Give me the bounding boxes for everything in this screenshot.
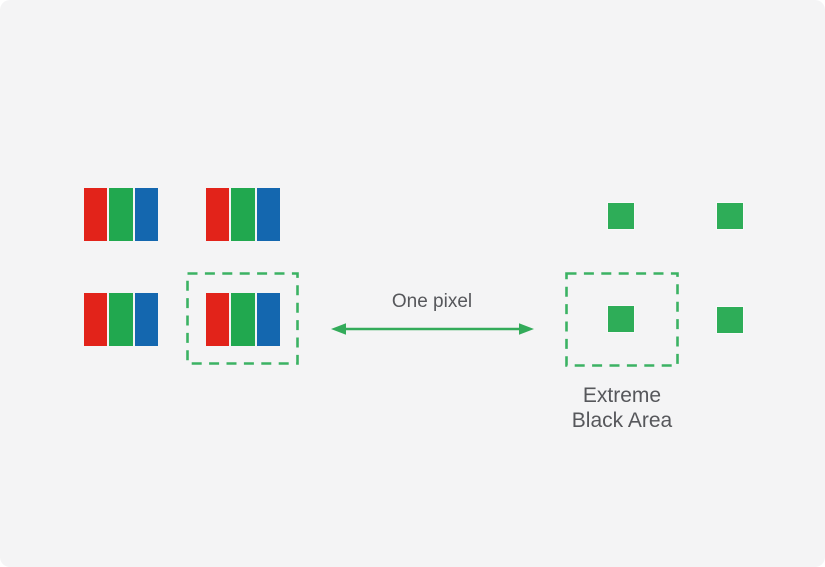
double-headed-arrow-icon [331, 323, 534, 335]
green-subpixel [231, 293, 255, 346]
rgb-pixel-group [84, 293, 158, 346]
rgb-pixel-group [206, 188, 280, 241]
extreme-black-area-label: Extreme Black Area [532, 383, 712, 433]
blue-subpixel [256, 293, 280, 346]
green-subpixel [109, 188, 133, 241]
green-pixel [608, 203, 634, 229]
rgb-pixel-group-highlighted [206, 293, 280, 346]
red-subpixel [84, 293, 108, 346]
extreme-black-area-line2: Black Area [571, 409, 673, 432]
green-pixel-highlighted [608, 306, 634, 332]
pixel-highlight-outline [186, 272, 299, 365]
red-subpixel [206, 293, 230, 346]
blue-subpixel [256, 188, 280, 241]
green-pixel [717, 307, 743, 333]
blue-subpixel [134, 188, 158, 241]
red-subpixel [206, 188, 230, 241]
rgb-pixel-group [84, 188, 158, 241]
one-pixel-label: One pixel [391, 291, 473, 312]
green-subpixel [109, 293, 133, 346]
green-subpixel [231, 188, 255, 241]
blue-subpixel [134, 293, 158, 346]
black-area-highlight-outline [565, 272, 679, 367]
extreme-black-area-line1: Extreme [582, 384, 662, 407]
green-pixel [717, 203, 743, 229]
red-subpixel [84, 188, 108, 241]
